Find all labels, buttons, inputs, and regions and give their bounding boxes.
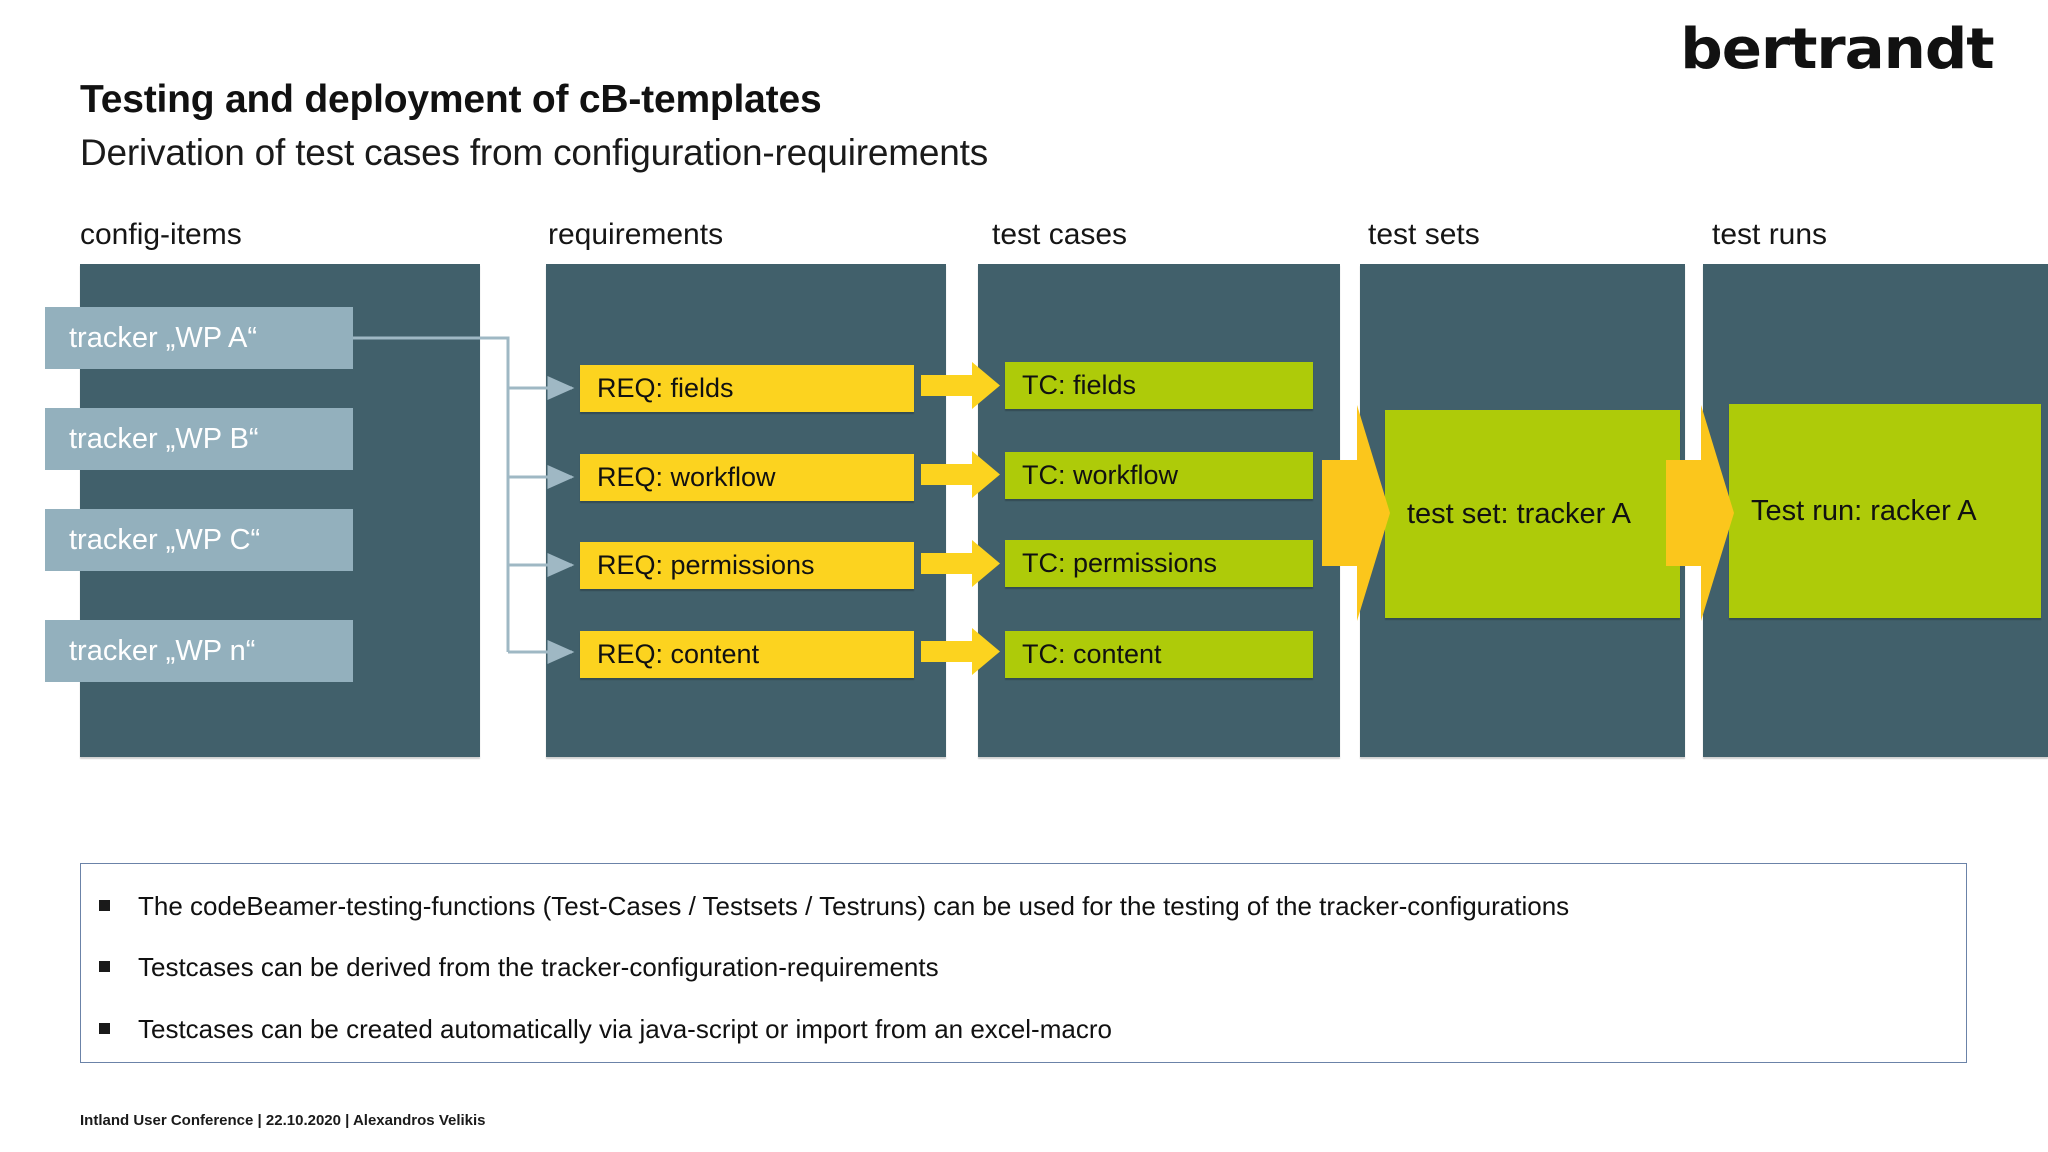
requirement-bar[interactable]: REQ: permissions [580,542,914,589]
bertrandt-logo: bertrandt [1680,17,1995,82]
test-case-bar[interactable]: TC: permissions [1005,540,1313,587]
panel-test-cases [978,264,1340,757]
requirement-bar[interactable]: REQ: content [580,631,914,678]
bullet-square-icon [99,960,110,972]
bullet-square-icon [99,1022,110,1034]
test-case-bar[interactable]: TC: fields [1005,362,1313,409]
column-header-test-runs: test runs [1712,218,1828,251]
slide-footer: Intland User Conference | 22.10.2020 | A… [80,1112,486,1129]
column-header-test-sets: test sets [1368,218,1480,251]
requirement-bar[interactable]: REQ: workflow [580,454,914,501]
column-header-test-cases: test cases [992,218,1128,251]
bullet-item: Testcases can be created automatically v… [99,1014,1112,1045]
config-item-chip[interactable]: tracker „WP C“ [45,509,353,571]
test-case-bar[interactable]: TC: content [1005,631,1313,678]
column-header-requirements: requirements [548,218,724,251]
requirement-bar[interactable]: REQ: fields [580,365,914,412]
bullet-text: Testcases can be derived from the tracke… [138,952,939,982]
config-item-chip[interactable]: tracker „WP A“ [45,307,353,369]
page-title: Testing and deployment of cB-templates [80,78,822,121]
column-header-config-items: config-items [80,218,242,251]
config-item-chip[interactable]: tracker „WP B“ [45,408,353,470]
bullet-text: Testcases can be created automatically v… [138,1014,1112,1044]
test-case-bar[interactable]: TC: workflow [1005,452,1313,499]
bullet-square-icon [99,899,110,911]
bullet-text: The codeBeamer-testing-functions (Test-C… [138,891,1570,921]
config-item-chip[interactable]: tracker „WP n“ [45,620,353,682]
test-run-block[interactable]: Test run: racker A [1729,404,2041,618]
page-subtitle: Derivation of test cases from configurat… [80,132,989,173]
panel-requirements [546,264,946,757]
bullet-item: The codeBeamer-testing-functions (Test-C… [99,891,1569,922]
bullet-item: Testcases can be derived from the tracke… [99,952,939,983]
test-set-block[interactable]: test set: tracker A [1385,410,1680,618]
summary-box: The codeBeamer-testing-functions (Test-C… [80,863,1967,1063]
